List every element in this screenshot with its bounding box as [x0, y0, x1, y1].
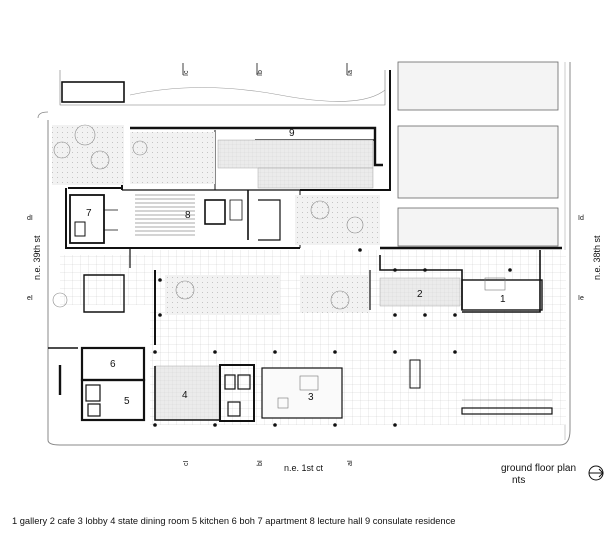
north-arrow-icon — [588, 465, 604, 481]
section-bottom-b: bI — [257, 460, 264, 466]
street-bottom: n.e. 1st ct — [284, 463, 324, 473]
room-label-4: 4 — [182, 390, 188, 401]
apartment-room — [69, 194, 118, 244]
section-top-c: Ic — [183, 70, 190, 76]
section-right-d: Id — [578, 215, 584, 222]
linear-bench — [409, 359, 553, 415]
plan-title: ground floor plan — [501, 463, 576, 474]
residence-floor-lower — [257, 167, 374, 189]
lobby — [261, 367, 343, 419]
room-label-3: 3 — [308, 392, 314, 403]
room-label-9: 9 — [289, 128, 295, 139]
adjacent-buildings — [397, 61, 559, 247]
section-top-a: Ia — [347, 70, 354, 76]
garden-areas — [52, 124, 380, 315]
section-left-d: dI — [27, 215, 33, 222]
residence-floor — [217, 139, 374, 169]
room-label-1: 1 — [500, 294, 506, 305]
section-bottom-c: cI — [183, 461, 190, 467]
room-label-5: 5 — [124, 396, 130, 407]
service-block — [48, 346, 146, 422]
plaza-walls — [58, 270, 371, 395]
section-top-b: Ib — [257, 70, 264, 76]
structural-columns — [153, 248, 512, 427]
room-legend: 1 gallery 2 cafe 3 lobby 4 state dining … — [12, 516, 456, 526]
room-label-8: 8 — [185, 210, 191, 221]
room-label-6: 6 — [110, 359, 116, 370]
room-label-2: 2 — [417, 289, 423, 300]
lecture-hall-seating — [135, 194, 243, 236]
section-right-e: Ie — [578, 295, 584, 302]
cafe-gallery — [379, 250, 543, 313]
room-label-7: 7 — [86, 208, 92, 219]
central-block — [129, 199, 281, 268]
core-restrooms — [219, 364, 255, 422]
section-bottom-a: aI — [347, 460, 354, 466]
street-right: n.e. 38th st — [592, 235, 602, 280]
street-left: n.e. 39th st — [32, 235, 42, 280]
scale-note: nts — [512, 475, 525, 486]
upper-courtyard — [59, 70, 386, 106]
section-markers: Ic Ib Ia cI bI aI dI eI Id Ie — [27, 63, 584, 466]
room-numbers: 1 2 3 4 5 6 7 8 9 — [86, 128, 506, 407]
section-left-e: eI — [27, 295, 33, 302]
